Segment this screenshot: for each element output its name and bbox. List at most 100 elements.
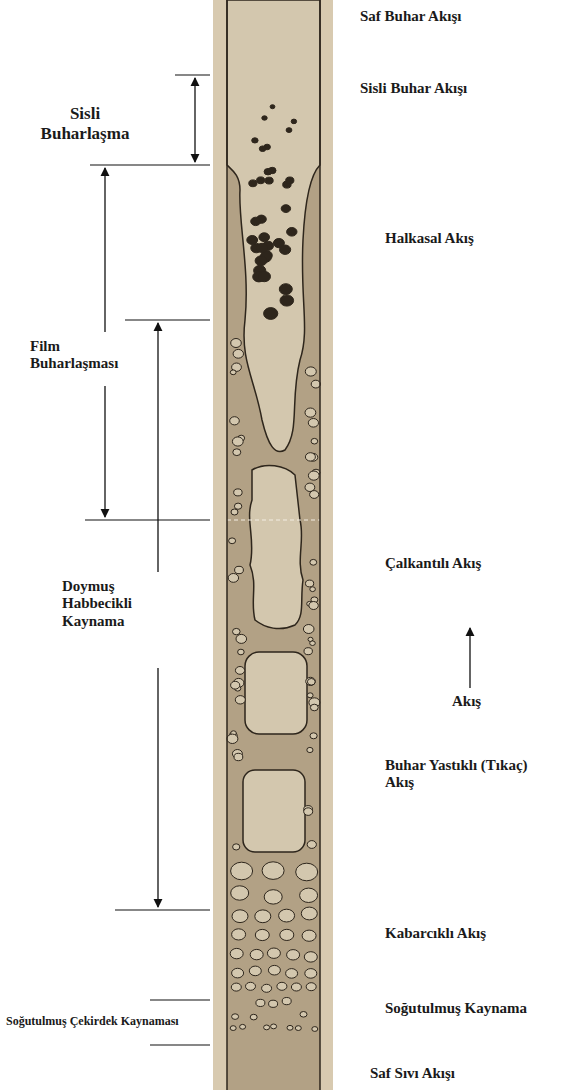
bubble xyxy=(233,628,241,634)
bubble xyxy=(247,236,258,245)
bubble xyxy=(232,968,244,978)
regime-label: Kabarcıklı Akış xyxy=(385,925,486,942)
bubble xyxy=(229,538,236,544)
bubble xyxy=(230,370,236,375)
bubble xyxy=(295,1026,301,1031)
bubble xyxy=(305,408,316,417)
range-arrows xyxy=(105,78,470,907)
bubble xyxy=(230,417,240,425)
bubble xyxy=(307,841,316,849)
bubble xyxy=(250,1014,257,1020)
vapor-slug xyxy=(243,770,305,852)
bubble xyxy=(279,909,295,922)
bubble xyxy=(251,217,261,225)
bubble xyxy=(264,308,278,320)
dashed-mark xyxy=(227,520,320,521)
bubble xyxy=(310,733,317,739)
regime-label: Halkasal Akış xyxy=(385,230,474,247)
bubble xyxy=(271,1024,277,1029)
zone-label: Soğutulmuş Çekirdek Kaynaması xyxy=(6,1015,179,1029)
bubble xyxy=(256,999,265,1006)
bubble xyxy=(300,1012,307,1018)
bubble xyxy=(246,982,256,990)
bubble xyxy=(286,969,298,979)
bubble xyxy=(231,886,249,900)
regime-label: Saf Buhar Akışı xyxy=(360,8,461,25)
annular-core xyxy=(227,0,320,452)
bubble xyxy=(235,667,244,675)
bubble xyxy=(232,910,248,923)
bubble xyxy=(236,634,247,643)
liquid-region xyxy=(227,0,320,1090)
bubble xyxy=(287,950,300,960)
regime-label: Buhar Yastıklı (Tıkaç) Akış xyxy=(385,757,545,792)
bubble xyxy=(310,559,317,565)
bubble xyxy=(232,437,243,446)
bubble xyxy=(310,704,318,711)
bubble xyxy=(255,910,271,923)
bubble xyxy=(258,271,270,281)
bubble xyxy=(235,566,244,573)
bubble xyxy=(270,105,275,109)
vapor-slug xyxy=(245,652,307,734)
bubble xyxy=(233,449,241,456)
flow-direction-label: Akış xyxy=(452,693,481,710)
bubble xyxy=(269,1000,278,1007)
bubble xyxy=(291,983,301,991)
bubble xyxy=(238,649,245,655)
bubble xyxy=(300,888,318,902)
tube-wall xyxy=(319,0,321,1090)
bubble xyxy=(265,177,273,184)
bubble xyxy=(255,256,267,266)
bubble xyxy=(257,177,265,184)
bubble xyxy=(287,1025,293,1030)
bubble xyxy=(280,929,294,940)
bubble xyxy=(232,1014,239,1020)
bubble xyxy=(268,965,280,975)
churn-vapor xyxy=(250,465,303,628)
bubble xyxy=(249,966,261,976)
bubble xyxy=(307,747,313,752)
bubble xyxy=(234,503,241,509)
bubble xyxy=(232,929,246,940)
bubble xyxy=(233,349,243,358)
bubble xyxy=(308,471,319,480)
bubble xyxy=(231,509,238,515)
bubble xyxy=(230,1026,236,1031)
bubble xyxy=(252,138,258,143)
bubble xyxy=(310,587,316,592)
bubble xyxy=(296,863,318,881)
bubble xyxy=(308,419,318,428)
regime-label: Sisli Buhar Akışı xyxy=(360,80,467,97)
bubble xyxy=(262,984,272,992)
regime-label: Saf Sıvı Akışı xyxy=(370,1065,455,1082)
bubble xyxy=(231,339,242,348)
bubble xyxy=(306,677,316,685)
bubble xyxy=(306,580,314,587)
bubble xyxy=(262,862,284,880)
bubble xyxy=(303,625,314,634)
bubble xyxy=(264,169,272,175)
bubble xyxy=(259,233,270,242)
bubble xyxy=(311,380,320,388)
bubble xyxy=(312,1027,318,1032)
bubble xyxy=(281,205,290,213)
bubble xyxy=(228,574,238,583)
bubble xyxy=(234,489,242,496)
zone-label: Film Buharlaşması xyxy=(30,338,145,373)
region-ticks xyxy=(85,75,210,1045)
bubble xyxy=(304,952,317,962)
bubble xyxy=(257,243,268,252)
bubble xyxy=(311,438,318,444)
bubble xyxy=(310,491,319,499)
bubble xyxy=(235,696,245,704)
bubble xyxy=(286,128,292,133)
bubble xyxy=(264,890,282,904)
bubble xyxy=(231,862,253,880)
bubbles-and-droplets xyxy=(227,105,321,1032)
regime-label: Çalkantılı Akış xyxy=(385,555,481,572)
tube-wall xyxy=(226,0,228,1090)
bubble xyxy=(230,948,243,958)
bubble xyxy=(240,1024,246,1029)
